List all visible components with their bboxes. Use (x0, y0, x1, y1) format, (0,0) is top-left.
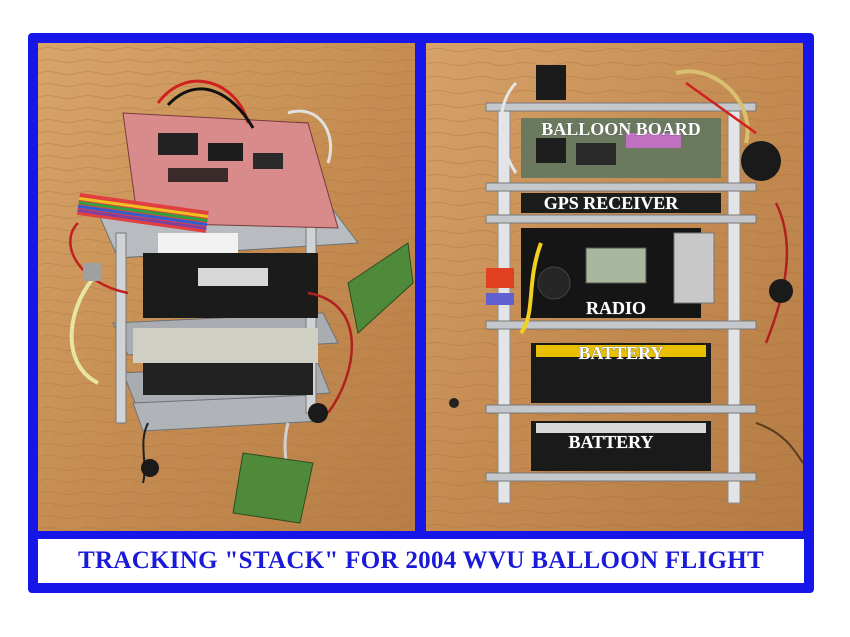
right-photo-illustration: BALLOON BOARD GPS RECEIVER RADIO BATTERY… (426, 43, 803, 531)
label-balloon-board: BALLOON BOARD (541, 119, 701, 139)
left-photo (38, 43, 415, 531)
label-battery-lower: BATTERY (568, 432, 653, 452)
caption-text: TRACKING "STACK" FOR 2004 WVU BALLOON FL… (78, 547, 764, 574)
right-photo: BALLOON BOARD GPS RECEIVER RADIO BATTERY… (426, 43, 803, 531)
left-photo-illustration (38, 43, 415, 531)
label-battery-upper: BATTERY (578, 343, 663, 363)
caption-banner: TRACKING "STACK" FOR 2004 WVU BALLOON FL… (38, 539, 804, 583)
photo-frame: BALLOON BOARD GPS RECEIVER RADIO BATTERY… (28, 33, 814, 593)
label-gps-receiver: GPS RECEIVER (544, 193, 680, 213)
label-radio: RADIO (586, 298, 646, 318)
ribbon-cable (76, 193, 209, 233)
